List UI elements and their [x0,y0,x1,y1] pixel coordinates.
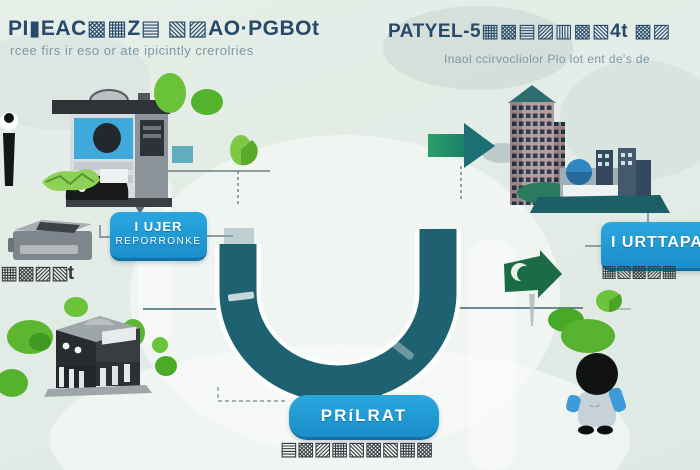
node-user-label-line1: I UJER [134,219,183,234]
caption-left: ▦▩▨▧t [0,263,74,284]
tree-icon-right [548,290,622,353]
page-subtitle-left: rcee firs ir eso or ate ipicintly crerol… [10,43,254,58]
leaf-icon [230,135,258,166]
node-user-label-line2: REPORRONKE [115,236,202,247]
bank-building-illustration [44,316,152,397]
caption-bottom: ▤▩▨▦▧▩▧▦▩ [279,439,434,460]
node-urttapa-label: I URTTAPA [611,234,700,251]
node-urttapa[interactable]: I URTTAPA [601,222,700,271]
background-blobs [0,6,700,470]
teal-square-icon [172,146,193,163]
arrow-down-head [135,206,145,214]
flag-arrow-icon [504,250,562,326]
node-prigrat-label: PRíLRAT [320,406,408,425]
u-turn-arrow-icon [215,228,461,407]
page-title-right: PATYEL-5▦▩▤▨▥▩▧4t ▩▨ [388,21,671,42]
page-title-left: PI▮EAC▩▦Z▤ ▧▨AO·PGBOt [8,17,320,40]
person-figure [566,353,627,435]
factory-illustration [517,148,670,213]
printer-icon [8,220,92,260]
node-prigrat[interactable]: PRíLRAT [289,395,439,440]
silhouette-figure [0,112,18,186]
caption-right: ▦▧▩▨▦ [601,262,677,281]
node-user-reporonke[interactable]: I UJER REPORRONKE [110,212,207,261]
page-subtitle-right: Inaol ccirvocliolor Plo lot ent de's de [444,52,650,66]
leaf-cluster-icon [42,169,100,191]
